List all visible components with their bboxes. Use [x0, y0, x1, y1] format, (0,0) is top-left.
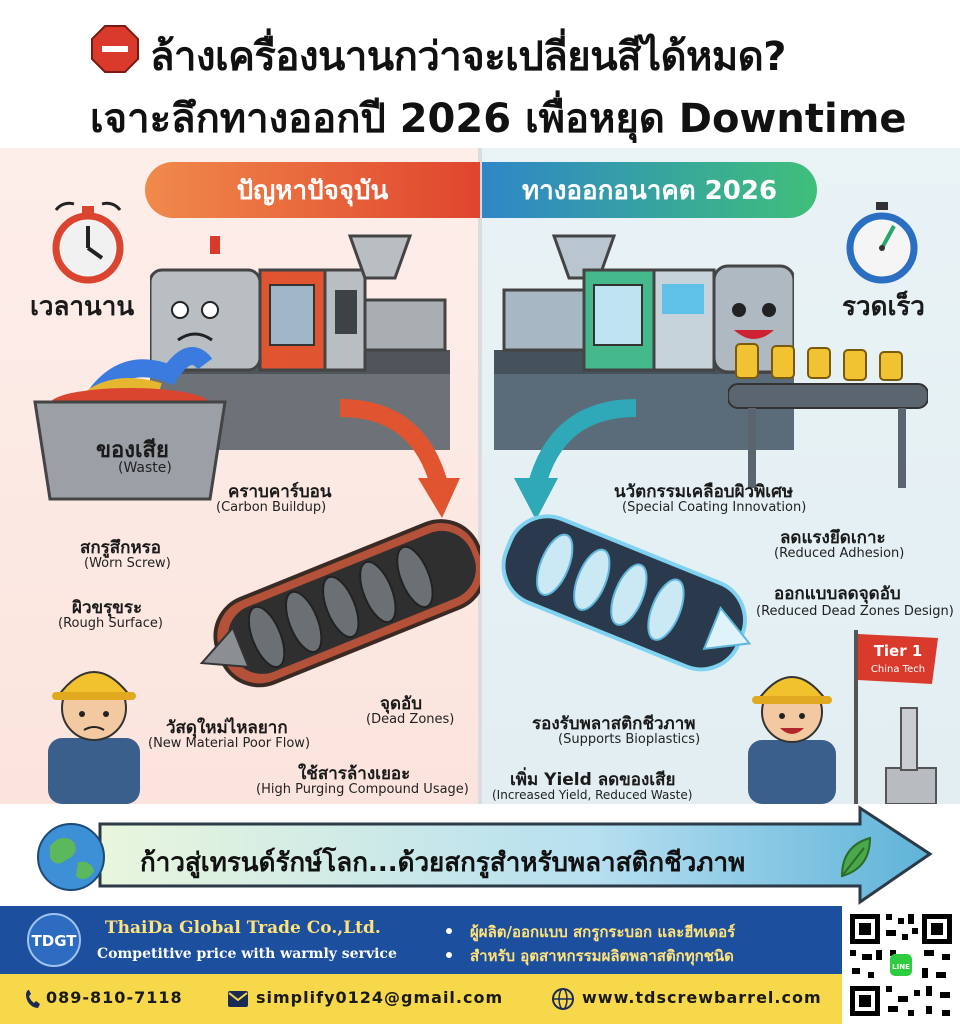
website-link[interactable]: www.tdscrewbarrel.com: [582, 988, 822, 1007]
panel-divider: [478, 148, 482, 804]
email-icon: [228, 991, 248, 1007]
company-service-2: สำหรับ อุตสาหกรรมผลิตพลาสติกทุกชนิด: [470, 947, 734, 965]
worn-screw-en: (Worn Screw): [84, 556, 171, 571]
contact-bar: 089-810-7118 simplify0124@gmail.com www.…: [0, 974, 960, 1024]
solution-heading: ทางออกอนาคต 2026: [482, 162, 817, 218]
bullet-1: [446, 928, 452, 934]
dead-zones-en: (Dead Zones): [366, 712, 455, 727]
leaf-icon: [840, 836, 872, 878]
company-service-1: ผู้ผลิต/ออกแบบ สกรูกระบอก และฮีทเตอร์: [470, 923, 736, 941]
header: ล้างเครื่องนานกว่าจะเปลี่ยนสีได้หมด? เจา…: [0, 0, 960, 148]
waste-label-en: (Waste): [118, 460, 172, 476]
dead-zones-label: จุดอับ: [380, 694, 423, 714]
waste-bin: [33, 347, 227, 501]
waste-label-th: ของเสีย: [96, 438, 169, 463]
happy-worker: [748, 676, 836, 804]
dead-zone-design-en: (Reduced Dead Zones Design): [756, 604, 954, 619]
problem-heading: ปัญหาปัจจุบัน: [145, 162, 480, 218]
qr-code-icon[interactable]: LINE: [842, 906, 960, 1024]
bioplastics-en: (Supports Bioplastics): [558, 732, 701, 747]
email-link[interactable]: simplify0124@gmail.com: [256, 988, 504, 1007]
web-globe-icon: [552, 988, 574, 1010]
flag-tier1-text: Tier 1: [874, 642, 923, 660]
yield-label: เพิ่ม Yield ลดของเสีย: [510, 770, 676, 790]
worn-screw-label: สกรูสึกหรอ: [80, 538, 162, 558]
title-line-2: เจาะลึกทางออกปี 2026 เพื่อหยุด Downtime: [90, 96, 907, 142]
carbon-buildup-en: (Carbon Buildup): [216, 500, 327, 515]
phone-number[interactable]: 089-810-7118: [46, 988, 183, 1007]
flag-china-tech-text: China Tech: [871, 664, 925, 675]
comparison-area: ปัญหาปัจจุบัน ทางออกอนาคต 2026 เวลานาน ข…: [0, 148, 960, 804]
title-line-1: ล้างเครื่องนานกว่าจะเปลี่ยนสีได้หมด?: [150, 34, 786, 80]
solution-arrow: [514, 399, 637, 520]
reduced-adhesion-en: (Reduced Adhesion): [774, 546, 905, 561]
conveyor-with-products: [728, 343, 928, 488]
logo-text: TDGT: [32, 932, 78, 950]
purging-en: (High Purging Compound Usage): [256, 782, 469, 797]
new-injection-machine: [494, 234, 794, 450]
alarm-clock-icon: [52, 201, 124, 284]
fast-label: รวดเร็ว: [842, 292, 925, 322]
yield-en: (Increased Yield, Reduced Waste): [492, 788, 693, 802]
worried-worker: [48, 671, 140, 804]
trend-arrow: [98, 805, 933, 905]
trend-text: ก้าวสู่เทรนด์รักษ์โลก...ด้วยสกรูสำหรับพล…: [140, 848, 746, 878]
company-bar: TDGT ThaiDa Global Trade Co.,Ltd. Compet…: [0, 906, 960, 974]
bioplastics-label: รองรับพลาสติกชีวภาพ: [532, 714, 696, 734]
dead-zone-design-label: ออกแบบลดจุดอับ: [774, 584, 901, 604]
carbon-buildup-label: คราบคาร์บอน: [228, 482, 332, 502]
stop-sign-icon: [91, 25, 139, 73]
coating-label: นวัตกรรมเคลือบผิวพิเศษ: [614, 482, 794, 502]
rough-surface-en: (Rough Surface): [58, 616, 163, 631]
problem-arrow: [339, 399, 460, 518]
rough-surface-label: ผิวขรุขระ: [72, 598, 143, 618]
worn-screw-barrel: [199, 519, 480, 688]
tier1-flag: Tier 1 China Tech: [854, 630, 938, 804]
globe-icon: [37, 823, 105, 891]
coated-screw-barrel: [501, 514, 752, 672]
coating-en: (Special Coating Innovation): [622, 500, 807, 515]
poor-flow-label: วัสดุใหม่ไหลยาก: [166, 718, 288, 738]
svg-text:LINE: LINE: [892, 963, 910, 971]
stopwatch-icon: [846, 202, 918, 284]
trend-banner: ก้าวสู่เทรนด์รักษ์โลก...ด้วยสกรูสำหรับพล…: [0, 804, 960, 906]
company-name: ThaiDa Global Trade Co.,Ltd.: [105, 918, 381, 938]
purging-label: ใช้สารล้างเยอะ: [298, 764, 411, 784]
reduced-adhesion-label: ลดแรงยึดเกาะ: [780, 528, 886, 548]
phone-icon: [26, 990, 40, 1008]
company-tagline: Competitive price with warmly service: [97, 946, 397, 962]
company-logo: TDGT: [27, 913, 81, 967]
poor-flow-en: (New Material Poor Flow): [148, 736, 311, 751]
bullet-2: [446, 952, 452, 958]
slow-label: เวลานาน: [30, 292, 135, 322]
